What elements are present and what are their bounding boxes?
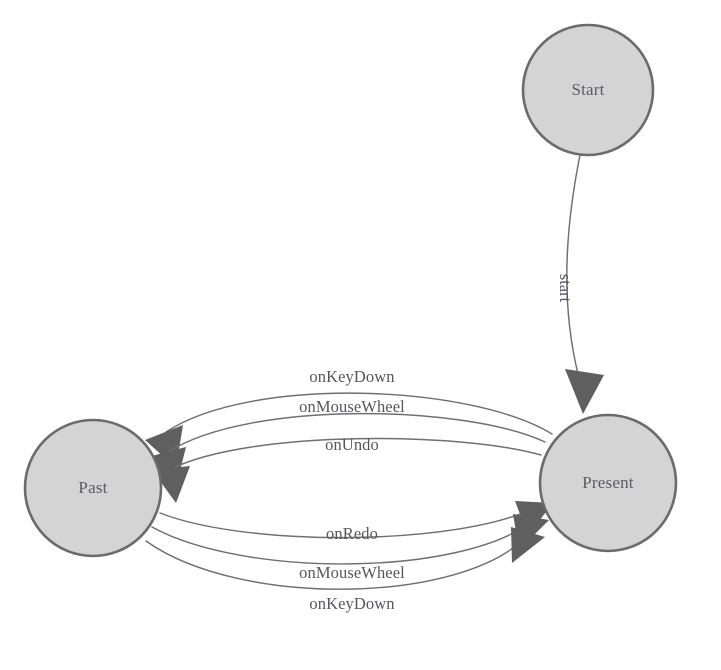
edge-present-to-past-onundo[interactable]: onUndo bbox=[152, 435, 542, 503]
edge-past-to-present-onkeydown[interactable]: onKeyDown bbox=[145, 527, 545, 613]
edge-path-past-present-2 bbox=[151, 521, 532, 565]
node-group: Start Past Present bbox=[23, 23, 678, 558]
edge-label-past-present-1: onRedo bbox=[326, 524, 378, 543]
edge-label-past-present-3: onKeyDown bbox=[309, 594, 394, 613]
edge-start-to-present[interactable]: start bbox=[556, 154, 604, 414]
arrow-head-past-present-3 bbox=[511, 527, 545, 563]
edge-group: start onKeyDown onMouseWheel onUndo bbox=[145, 154, 604, 613]
node-present[interactable]: Present bbox=[538, 413, 678, 553]
edge-path-start-present bbox=[566, 154, 581, 375]
edge-path-past-present-3 bbox=[145, 535, 528, 590]
node-start-label: Start bbox=[571, 80, 604, 99]
node-past-circle bbox=[23, 418, 163, 558]
edge-label-start: start bbox=[556, 274, 575, 303]
edge-label-past-present-2: onMouseWheel bbox=[299, 563, 405, 582]
edge-label-present-past-1: onKeyDown bbox=[309, 367, 394, 386]
edge-path-past-present-1 bbox=[159, 507, 535, 539]
node-present-label: Present bbox=[582, 473, 634, 492]
node-start-circle bbox=[521, 23, 655, 157]
arrow-head-present-past-3 bbox=[152, 466, 190, 503]
arrow-head-start-present bbox=[565, 369, 604, 414]
node-start[interactable]: Start bbox=[521, 23, 655, 157]
edge-past-to-present-onredo[interactable]: onRedo bbox=[159, 501, 553, 543]
edge-path-present-past-1 bbox=[165, 392, 553, 435]
edge-label-present-past-3: onUndo bbox=[325, 435, 379, 454]
edge-path-present-past-3 bbox=[170, 437, 542, 470]
node-present-circle bbox=[538, 413, 678, 553]
edge-label-present-past-2: onMouseWheel bbox=[299, 397, 405, 416]
node-past-label: Past bbox=[78, 478, 107, 497]
edge-path-present-past-2 bbox=[167, 412, 546, 453]
node-past[interactable]: Past bbox=[23, 418, 163, 558]
